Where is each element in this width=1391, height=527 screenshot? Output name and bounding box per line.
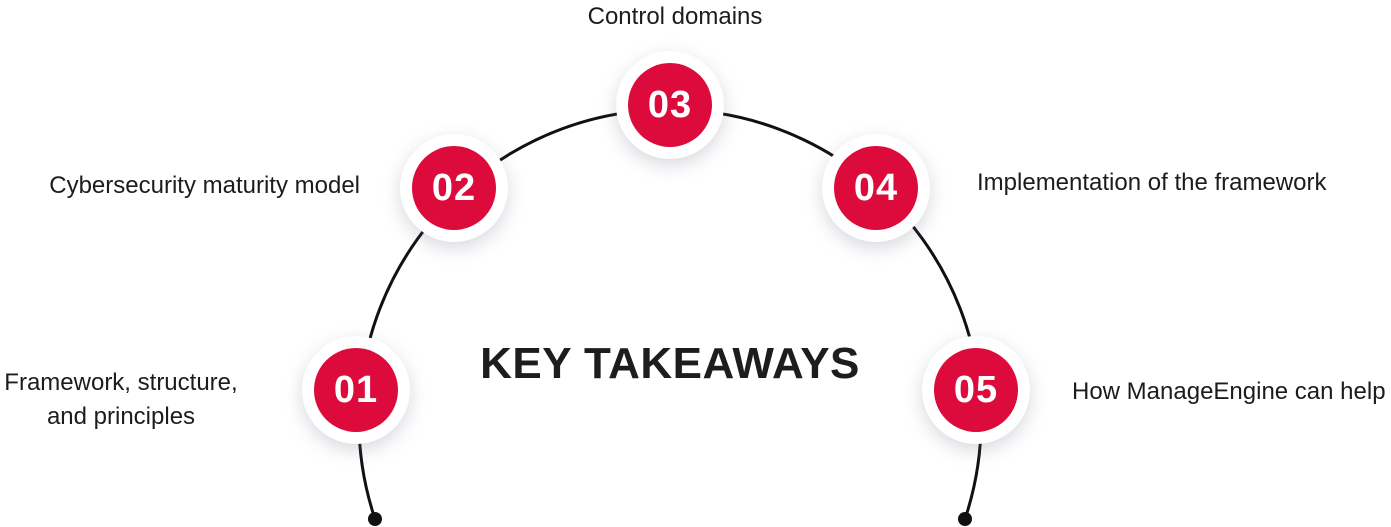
node-03-number-label: 03 xyxy=(647,84,693,126)
label-control-domains: Control domains xyxy=(587,3,763,30)
node-05: 05 xyxy=(922,336,1030,444)
node-04: 04 xyxy=(822,134,930,242)
node-02-number-label: 02 xyxy=(431,167,477,209)
node-01: 01 xyxy=(302,336,410,444)
node-03: 03 xyxy=(616,51,724,159)
node-04-disc: 04 xyxy=(834,146,918,230)
node-01-number-label: 01 xyxy=(333,369,379,411)
node-02-disc: 02 xyxy=(412,146,496,230)
arc-endpoint-dot-left xyxy=(368,512,382,526)
node-01-disc: 01 xyxy=(314,348,398,432)
arc-endpoint-dot-right xyxy=(958,512,972,526)
label-implementation-of-framework: Implementation of the framework xyxy=(977,169,1327,196)
page-title: KEY TAKEAWAYS xyxy=(480,339,860,388)
node-03-disc: 03 xyxy=(628,63,712,147)
label-framework-structure-principles: Framework, structure, and principles xyxy=(4,369,238,430)
node-05-number-label: 05 xyxy=(953,369,999,411)
label-cybersecurity-maturity-model: Cybersecurity maturity model xyxy=(49,172,360,199)
node-04-number-label: 04 xyxy=(853,167,899,209)
label-how-manageengine-can-help: How ManageEngine can help xyxy=(1072,378,1386,405)
node-02: 02 xyxy=(400,134,508,242)
node-05-disc: 05 xyxy=(934,348,1018,432)
